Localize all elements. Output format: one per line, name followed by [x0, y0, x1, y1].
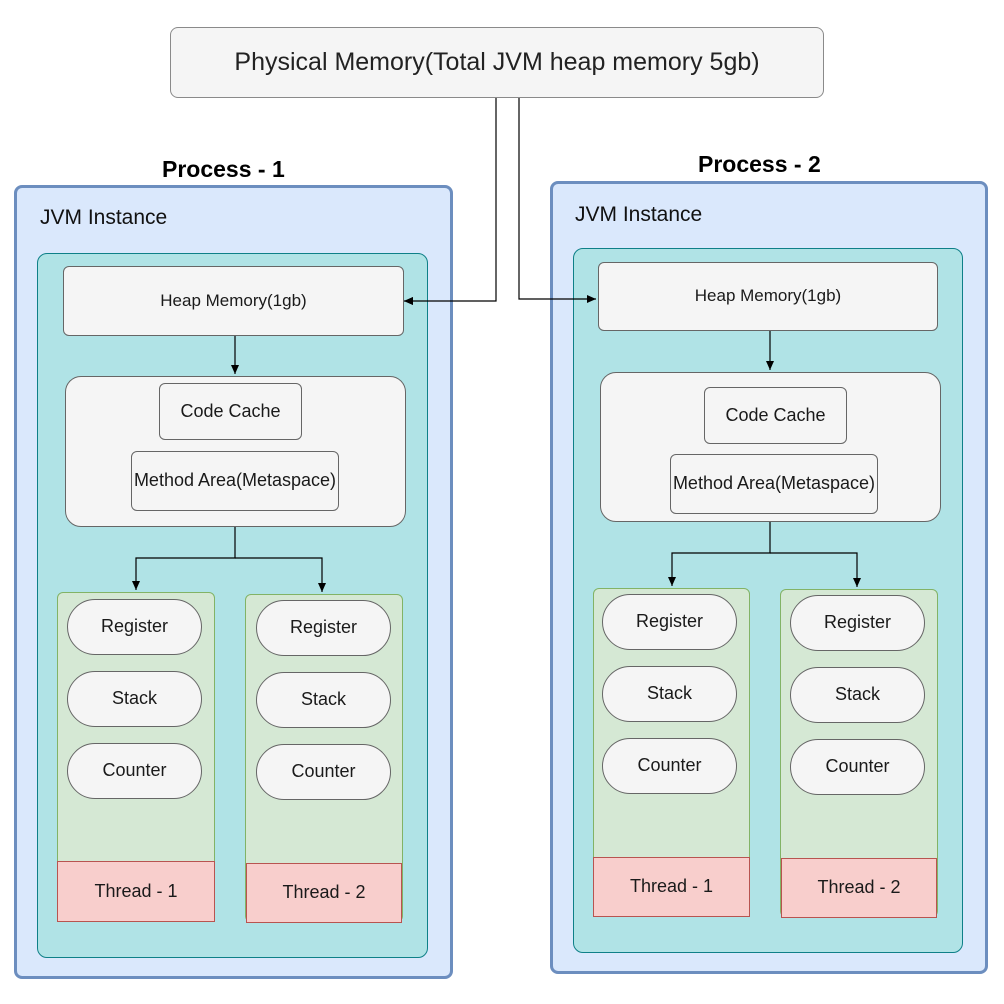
process-1-title: Process - 1 [162, 156, 285, 182]
process-2-title: Process - 2 [698, 151, 821, 177]
process-2-thread-2-register: Register [790, 595, 925, 651]
process-1-thread-2-stack: Stack [256, 672, 391, 728]
process-2-method-area: Method Area(Metaspace) [670, 454, 878, 514]
process-2-heap-memory: Heap Memory(1gb) [598, 262, 938, 331]
process-1-thread-2-label: Thread - 2 [246, 863, 402, 923]
process-2-thread-2-label: Thread - 2 [781, 858, 937, 918]
process-2-thread-1-stack: Stack [602, 666, 737, 722]
process-1-thread-1-stack: Stack [67, 671, 202, 727]
process-1-thread-2-counter: Counter [256, 744, 391, 800]
process-2-thread-1-register: Register [602, 594, 737, 650]
process-1-thread-1-counter: Counter [67, 743, 202, 799]
process-2-thread-1-label: Thread - 1 [593, 857, 750, 917]
process-1-jvm-label: JVM Instance [40, 206, 168, 229]
process-2-jvm-label: JVM Instance [575, 203, 703, 226]
process-2-thread-2-counter: Counter [790, 739, 925, 795]
process-1-code-cache: Code Cache [159, 383, 302, 440]
process-1-thread-2-register: Register [256, 600, 391, 656]
process-1-method-area: Method Area(Metaspace) [131, 451, 339, 511]
process-2-thread-2-stack: Stack [790, 667, 925, 723]
process-2-thread-1-counter: Counter [602, 738, 737, 794]
process-2-code-cache: Code Cache [704, 387, 847, 444]
process-1-thread-1-label: Thread - 1 [57, 861, 215, 922]
process-1-heap-memory: Heap Memory(1gb) [63, 266, 404, 336]
physical-memory-box: Physical Memory(Total JVM heap memory 5g… [170, 27, 824, 98]
process-1-thread-1-register: Register [67, 599, 202, 655]
